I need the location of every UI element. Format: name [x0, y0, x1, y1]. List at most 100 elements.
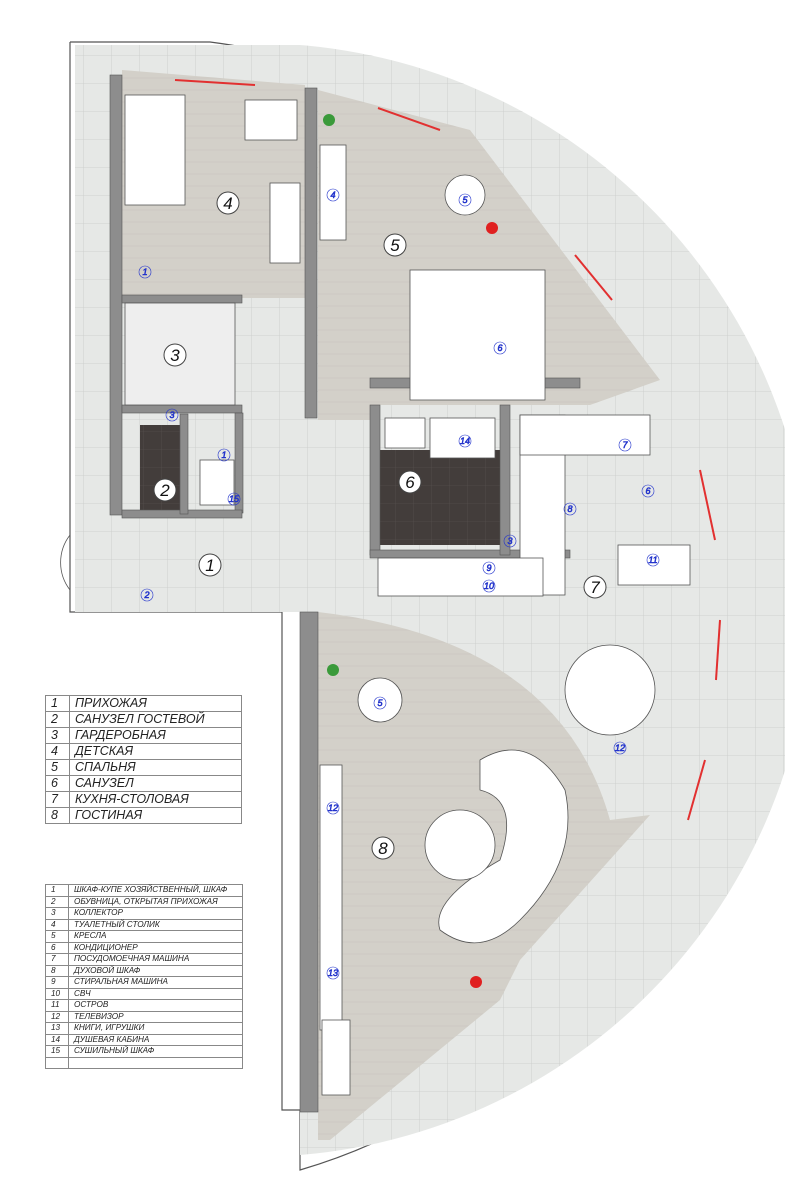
svg-text:6: 6 — [645, 486, 650, 496]
bed-double — [409, 269, 546, 401]
legend-number: 1 — [45, 695, 70, 712]
marker: 6 — [641, 484, 655, 498]
legend-name: ОБУВНИЦА, ОТКРЫТАЯ ПРИХОЖАЯ — [68, 895, 243, 908]
svg-text:10: 10 — [484, 581, 494, 591]
svg-text:5: 5 — [462, 195, 468, 205]
svg-text:15: 15 — [229, 494, 240, 504]
legend-number: 7 — [45, 791, 70, 808]
svg-text:2: 2 — [143, 590, 149, 600]
legend-name: ГОСТИНАЯ — [69, 807, 242, 824]
legend-number: 5 — [45, 930, 69, 943]
legend-number: 3 — [45, 727, 70, 744]
legend-name: КНИГИ, ИГРУШКИ — [68, 1022, 243, 1035]
marker: 7 — [618, 438, 632, 452]
legend-name: СПАЛЬНЯ — [69, 759, 242, 776]
svg-text:6: 6 — [405, 473, 415, 492]
svg-text:5: 5 — [377, 698, 383, 708]
legend-name: КУХНЯ-СТОЛОВАЯ — [69, 791, 242, 808]
svg-text:11: 11 — [648, 555, 657, 565]
marker: 8 — [563, 502, 577, 516]
svg-text:3: 3 — [170, 346, 180, 365]
svg-text:9: 9 — [486, 563, 491, 573]
desk — [244, 99, 298, 141]
legend-number: 11 — [45, 999, 69, 1012]
bathroom-floor — [380, 450, 500, 545]
marker: 12 — [613, 741, 627, 755]
legend-name: ПРИХОЖАЯ — [69, 695, 242, 712]
legend-row — [45, 1056, 243, 1069]
svg-text:12: 12 — [615, 743, 625, 753]
legend-number: 2 — [45, 711, 70, 728]
sofa-kids — [269, 182, 301, 264]
island — [617, 544, 691, 586]
room-number: 8 — [371, 836, 395, 860]
svg-text:2: 2 — [159, 481, 170, 500]
marker: 3 — [165, 408, 179, 422]
legend-name: ГАРДЕРОБНАЯ — [69, 727, 242, 744]
legend-name: ДУХОВОЙ ШКАФ — [68, 964, 243, 977]
legend-name: САНУЗЕЛ ГОСТЕВОЙ — [69, 711, 242, 728]
svg-text:1: 1 — [205, 556, 214, 575]
vanity — [319, 144, 347, 241]
svg-text:1: 1 — [142, 267, 147, 277]
bedroom-floor — [318, 90, 660, 420]
legend-name: КОЛЛЕКТОР — [68, 907, 243, 920]
curved-sofa — [438, 749, 569, 944]
item-markers: 1 1 2 3 3 4 5 5 6 6 7 8 9 10 11 12 12 13… — [138, 188, 660, 980]
dryer — [199, 459, 235, 506]
marker: 10 — [482, 579, 496, 593]
marker: 9 — [482, 561, 496, 575]
legend-number: 13 — [45, 1022, 69, 1035]
legend-name: ТУАЛЕТНЫЙ СТОЛИК — [68, 918, 243, 931]
svg-text:8: 8 — [378, 839, 388, 858]
room-number: 7 — [583, 575, 607, 599]
furniture — [60, 94, 691, 1096]
svg-text:3: 3 — [507, 536, 512, 546]
legend-number: 8 — [45, 964, 69, 977]
marker: 3 — [503, 534, 517, 548]
legend-name — [68, 1056, 243, 1069]
svg-text:13: 13 — [328, 968, 338, 978]
legend-number: 1 — [45, 884, 69, 897]
room-number-labels: 1 2 3 4 5 6 7 8 — [153, 191, 607, 860]
legend-name: ПОСУДОМОЕЧНАЯ МАШИНА — [68, 953, 243, 966]
legend-number: 15 — [45, 1045, 69, 1058]
armchair — [444, 174, 486, 216]
appliance-column — [377, 557, 544, 597]
marker: 6 — [493, 341, 507, 355]
svg-text:12: 12 — [328, 803, 338, 813]
bed-kids — [124, 94, 186, 206]
svg-text:5: 5 — [390, 236, 400, 255]
marker: 15 — [227, 492, 241, 506]
legend-number: 5 — [45, 759, 70, 776]
marker: 1 — [138, 265, 152, 279]
legend-name: СТИРАЛЬНАЯ МАШИНА — [68, 976, 243, 989]
marker: 5 — [458, 193, 472, 207]
svg-text:8: 8 — [567, 504, 572, 514]
coffee-table — [424, 809, 496, 881]
marker: 1 — [217, 448, 231, 462]
marker: 11 — [646, 553, 660, 567]
legend-number: 8 — [45, 807, 70, 824]
windows — [174, 79, 721, 821]
kitchen-counter-top — [519, 414, 651, 456]
